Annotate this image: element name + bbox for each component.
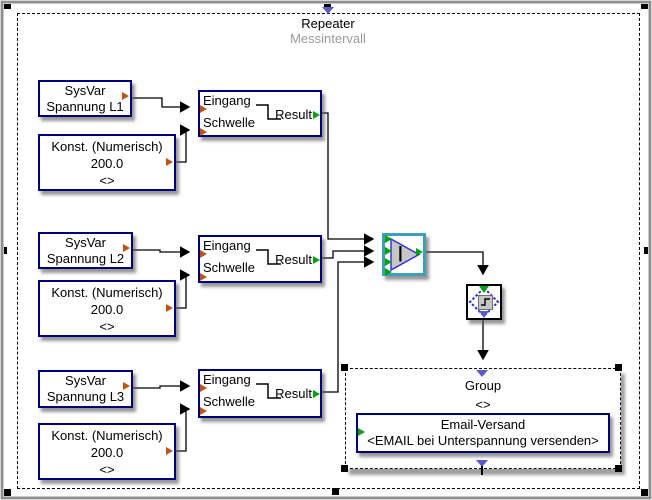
input-port-icon[interactable] <box>479 286 489 293</box>
group-flow-out-icon <box>476 460 488 467</box>
email-node[interactable]: Email-Versand <EMAIL bei Unterspannung v… <box>356 413 610 453</box>
konst-node-label: Konst. (Numerisch) <box>51 285 163 300</box>
edge-trigger-node[interactable] <box>466 284 502 320</box>
threshold-output-label: Result <box>275 386 312 401</box>
konst-node-subtitle: <> <box>99 462 115 477</box>
sysvar-node-l1[interactable]: SysVar Spannung L1 <box>38 80 132 117</box>
repeater-title: Repeater <box>301 16 355 31</box>
threshold-input-label: Schwelle <box>203 394 256 409</box>
threshold-input-label: Eingang <box>203 93 251 108</box>
threshold-node-3[interactable]: Eingang Schwelle Result <box>198 369 322 418</box>
threshold-node-1[interactable]: Eingang Schwelle Result <box>198 90 322 137</box>
output-port-icon[interactable] <box>313 256 320 264</box>
resize-handle-right[interactable] <box>644 247 651 254</box>
output-port-icon[interactable] <box>416 248 423 256</box>
resize-handle-left[interactable] <box>0 247 7 254</box>
sysvar-node-label: SysVar <box>64 83 106 98</box>
threshold-step-icon <box>256 383 281 399</box>
input-port-icon[interactable] <box>385 268 392 276</box>
or-gate-node[interactable]: | <box>382 233 426 276</box>
resize-handle-bottom-left[interactable] <box>4 489 11 496</box>
konst-node-2[interactable]: Konst. (Numerisch) 200.0 <> <box>38 280 176 337</box>
sysvar-node-variable: Spannung L1 <box>46 99 124 114</box>
resize-handle-top-left[interactable] <box>4 2 11 9</box>
konst-node-value: 200.0 <box>90 445 124 460</box>
resize-handle-top[interactable] <box>324 0 331 7</box>
threshold-input-label: Eingang <box>203 238 251 253</box>
group-handle-top-left[interactable] <box>341 364 348 371</box>
edge-step-icon <box>481 298 490 306</box>
konst-node-subtitle: <> <box>99 319 115 334</box>
repeater-subtitle: Messintervall <box>290 31 366 46</box>
edge-step-box <box>478 295 493 310</box>
threshold-output-label: Result <box>275 252 312 267</box>
input-port-icon[interactable] <box>200 384 207 392</box>
output-port-icon[interactable] <box>166 158 173 166</box>
konst-node-label: Konst. (Numerisch) <box>51 428 163 443</box>
threshold-input-label: Schwelle <box>203 115 256 130</box>
input-port-icon[interactable] <box>385 235 392 243</box>
resize-handle-top-right[interactable] <box>641 2 648 9</box>
konst-node-value: 200.0 <box>90 302 124 317</box>
input-port-icon[interactable] <box>385 247 392 255</box>
group-title: Group <box>464 378 502 393</box>
repeater-flow-in-icon <box>322 7 334 14</box>
or-gate-label: | <box>398 243 403 262</box>
threshold-output-label: Result <box>275 107 312 122</box>
input-port-icon[interactable] <box>358 428 365 436</box>
sysvar-node-variable: Spannung L2 <box>46 251 125 266</box>
sysvar-node-l2[interactable]: SysVar Spannung L2 <box>38 232 133 269</box>
sysvar-node-label: SysVar <box>65 373 106 388</box>
group-flow-in-icon <box>476 370 488 377</box>
threshold-input-label: Eingang <box>203 372 251 387</box>
threshold-step-icon <box>256 104 281 120</box>
sysvar-node-label: SysVar <box>65 235 106 250</box>
threshold-step-icon <box>256 249 281 265</box>
output-port-icon[interactable] <box>123 382 130 390</box>
input-port-icon[interactable] <box>200 250 207 258</box>
output-port-icon[interactable] <box>123 244 130 252</box>
group-handle-bottom-right[interactable] <box>615 465 622 472</box>
input-port-icon[interactable] <box>200 105 207 113</box>
threshold-node-2[interactable]: Eingang Schwelle Result <box>198 235 322 283</box>
konst-node-label: Konst. (Numerisch) <box>51 139 163 154</box>
input-port-icon[interactable] <box>200 407 207 415</box>
input-port-icon[interactable] <box>200 273 207 281</box>
output-port-icon[interactable] <box>313 390 320 398</box>
sysvar-node-variable: Spannung L3 <box>46 389 125 404</box>
konst-node-value: 200.0 <box>90 156 124 171</box>
konst-node-1[interactable]: Konst. (Numerisch) 200.0 <> <box>38 134 176 191</box>
input-port-icon[interactable] <box>385 258 392 266</box>
email-node-subtitle: <EMAIL bei Unterspannung versenden> <box>367 433 599 448</box>
output-port-icon[interactable] <box>166 304 173 312</box>
threshold-input-label: Schwelle <box>203 260 256 275</box>
sysvar-node-l3[interactable]: SysVar Spannung L3 <box>38 370 133 408</box>
group-handle-top-right[interactable] <box>615 364 622 371</box>
output-port-icon[interactable] <box>122 92 129 100</box>
konst-node-subtitle: <> <box>99 173 115 188</box>
output-port-icon[interactable] <box>313 111 320 119</box>
resize-handle-bottom[interactable] <box>332 488 339 495</box>
output-port-icon[interactable] <box>166 447 173 455</box>
resize-handle-bottom-right[interactable] <box>641 489 648 496</box>
output-port-icon[interactable] <box>479 311 489 318</box>
group-flow-out-stem <box>481 466 483 475</box>
konst-node-3[interactable]: Konst. (Numerisch) 200.0 <> <box>38 423 176 480</box>
group-subtitle: <> <box>475 397 491 412</box>
group-handle-bottom-left[interactable] <box>341 465 348 472</box>
email-node-title: Email-Versand <box>440 417 526 432</box>
group-container[interactable]: Group <> Email-Versand <EMAIL bei Unters… <box>345 368 621 475</box>
input-port-icon[interactable] <box>200 128 207 136</box>
